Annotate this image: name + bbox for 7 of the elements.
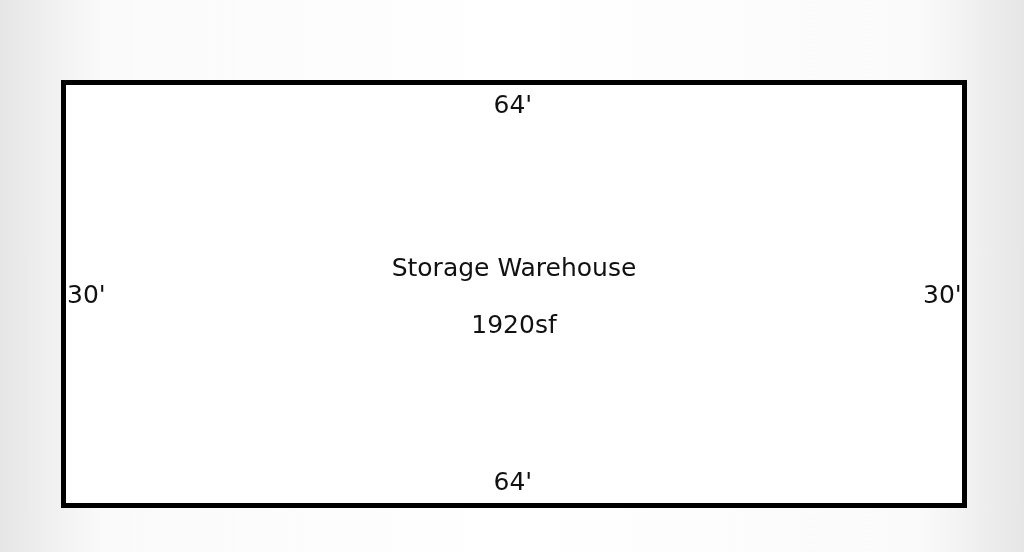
area-label: 1920sf: [471, 310, 557, 340]
dimension-label: 64': [493, 467, 533, 497]
room-outline: [61, 80, 967, 508]
dimension-label: 30': [923, 280, 962, 310]
room-name: Storage Warehouse: [391, 253, 637, 283]
dimension-label: 30': [67, 280, 106, 310]
dimension-label: 64': [493, 90, 533, 120]
